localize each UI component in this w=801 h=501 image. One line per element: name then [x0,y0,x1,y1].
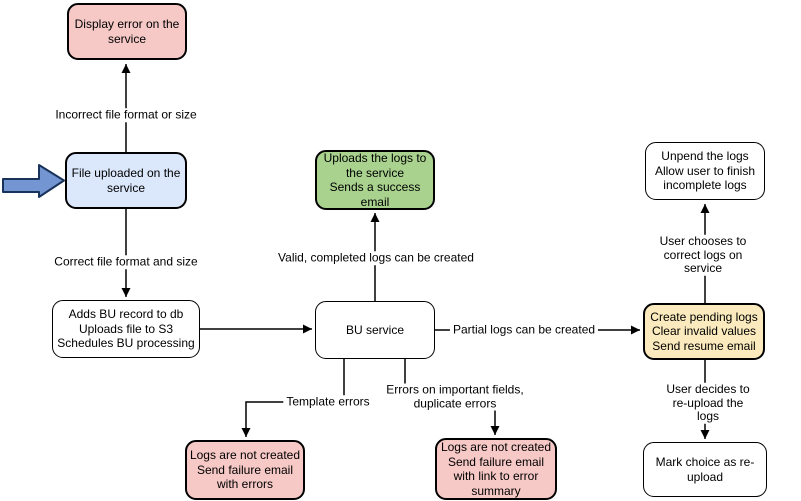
node-display-error-label: Display error on the service [74,17,180,46]
edge-label-incorrect-format: Incorrect file format or size [52,108,200,122]
edge-label-template-errors: Template errors [283,395,373,409]
node-upload-success-label: Uploads the logs to the service Sends a … [323,151,427,209]
start-arrow-icon [2,164,65,198]
node-bu-service: BU service [315,301,435,359]
edge-label-valid-logs: Valid, completed logs can be created [275,251,477,265]
node-failure-email-summary-label: Logs are not created Send failure email … [440,440,552,498]
node-failure-email-errors-label: Logs are not created Send failure email … [189,448,301,492]
node-create-pending: Create pending logs Clear invalid values… [643,303,765,360]
node-display-error: Display error on the service [67,3,187,60]
node-adds-bu-record-label: Adds BU record to db Uploads file to S3 … [57,307,195,351]
node-failure-email-summary: Logs are not created Send failure email … [435,438,557,500]
edge-label-correct-format: Correct file format and size [51,255,201,269]
node-unpend-logs-label: Unpend the logs Allow user to finish inc… [654,149,756,193]
node-unpend-logs: Unpend the logs Allow user to finish inc… [645,142,765,200]
node-bu-service-label: BU service [345,322,404,337]
edge-label-important-fields: Errors on important fields, duplicate er… [383,383,527,411]
node-upload-success: Uploads the logs to the service Sends a … [315,150,435,210]
node-file-uploaded: File uploaded on the service [65,152,187,209]
node-file-uploaded-label: File uploaded on the service [71,166,181,195]
node-adds-bu-record: Adds BU record to db Uploads file to S3 … [52,300,200,358]
node-mark-reupload: Mark choice as re- upload [643,442,767,497]
edge-label-partial-logs: Partial logs can be created [449,323,599,337]
edge-label-reupload: User decides to re-upload the logs [661,382,755,424]
edge-label-choose-correct: User chooses to correct logs on service [654,234,752,276]
node-failure-email-errors: Logs are not created Send failure email … [185,440,305,500]
node-create-pending-label: Create pending logs Clear invalid values… [650,309,758,353]
node-mark-reupload-label: Mark choice as re- upload [655,455,755,484]
